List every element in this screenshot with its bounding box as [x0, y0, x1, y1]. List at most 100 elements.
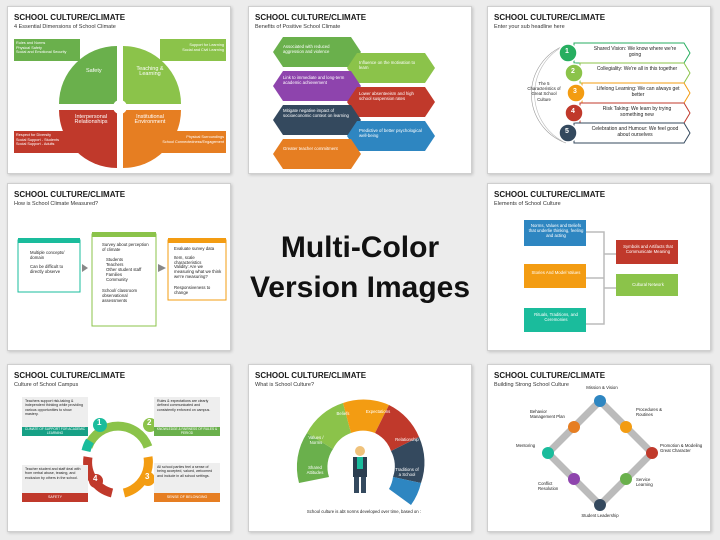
measure-mid-2: Students: [106, 257, 123, 262]
benefit-4: Lower absenteeism and high school suspen…: [359, 91, 414, 102]
campus-text-1: Teachers support risk-taking & independe…: [25, 399, 83, 417]
campus-label-1: CLIMATE OF SUPPORT FOR ACADEMIC LEARNING: [24, 427, 86, 435]
measure-mid-3: Teachers: [106, 262, 124, 267]
build-item-3: Promotion & Modeling Great Character: [660, 443, 703, 454]
char-num-3: 3: [573, 88, 577, 95]
slide-thumb-2[interactable]: SCHOOL CULTURE/CLIMATE Benefits of Posit…: [248, 6, 472, 174]
slide-thumb-4[interactable]: SCHOOL CULTURE/CLIMATE How is School Cli…: [7, 183, 231, 351]
char-text-1: Shared Vision: We know where we're going: [593, 46, 677, 58]
ring-segment-4: Relationship: [395, 437, 419, 442]
measure-mid-5: Families: [106, 272, 122, 277]
slide-subtitle: Building Strong School Culture: [494, 382, 569, 388]
measure-mid-6: Community: [106, 277, 128, 282]
benefit-6: Predictive of better psychological well-…: [359, 128, 422, 139]
slide-subtitle: Benefits of Positive School Climate: [255, 24, 341, 30]
ring-segment-6: Shared Attitudes: [306, 465, 324, 476]
element-1: Norms, Values and Beliefs that underlie …: [528, 223, 584, 239]
char-num-2: 2: [571, 68, 575, 75]
measure-mid-1: Survey about perception of climate: [102, 242, 149, 253]
slide-title: SCHOOL CULTURE/CLIMATE: [494, 190, 606, 199]
dimensions-quadrant-diagram: [14, 39, 226, 168]
slide-subtitle: 4 Essential Dimensions of School Climate: [14, 24, 116, 30]
center-title-line-2: Version Images: [249, 271, 471, 304]
quadrant-label-teaching: Teaching & Learning: [136, 66, 164, 78]
measure-right-3: Validity: Are we measuring what we think…: [174, 264, 222, 280]
building-culture-diamond: [542, 395, 658, 511]
center-text: The 5 Characteristics of Great School Cu…: [527, 81, 561, 102]
campus-num-3: 3: [145, 472, 150, 481]
measure-left-2: Can be difficult to directly observe: [30, 264, 64, 275]
campus-label-2: KNOWLEDGE & FAIRNESS OF RULES & PERIOD: [156, 427, 218, 435]
campus-text-3: All school parties feel a sense of being…: [157, 465, 213, 478]
char-text-5: Celebration and Humour: We feel good abo…: [591, 126, 679, 138]
measure-right-1: Evaluate survey data: [174, 246, 215, 251]
campus-num-1: 1: [97, 418, 102, 427]
char-num-5: 5: [565, 128, 569, 135]
campus-text-4: Teacher student and staff deal with from…: [25, 467, 81, 480]
slide-thumb-3[interactable]: SCHOOL CULTURE/CLIMATE Enter your sub he…: [487, 6, 711, 174]
slide-title: SCHOOL CULTURE/CLIMATE: [14, 371, 126, 380]
slide-title: SCHOOL CULTURE/CLIMATE: [14, 13, 126, 22]
benefit-2: Influence on the motivation to learn: [359, 60, 416, 71]
build-item-6: Conflict Resolution: [538, 481, 559, 492]
slide-thumb-8[interactable]: SCHOOL CULTURE/CLIMATE Building Strong S…: [487, 364, 711, 532]
measure-right-4: Responsiveness to change: [174, 285, 211, 296]
element-2: Symbols and Artifacts that Communicate M…: [623, 244, 673, 255]
measure-mid-7: School/ classroom observational assessme…: [102, 288, 138, 304]
slide-thumb-7[interactable]: SCHOOL CULTURE/CLIMATE What is School Cu…: [248, 364, 472, 532]
build-item-7: Mentoring: [516, 443, 536, 448]
slide-title: SCHOOL CULTURE/CLIMATE: [255, 13, 367, 22]
quadrant-label-relationships: Interpersonal Relationships: [74, 114, 108, 126]
slide-thumb-1[interactable]: SCHOOL CULTURE/CLIMATE 4 Essential Dimen…: [7, 6, 231, 174]
measure-left-1: Multiple concepts/ domain: [30, 250, 65, 261]
slide-subtitle: Enter your sub headline here: [494, 24, 565, 30]
characteristics-arc-diagram: [531, 42, 691, 144]
ring-segment-3: Expectations: [365, 409, 391, 414]
slide-subtitle: How is School Climate Measured?: [14, 201, 99, 207]
element-5: Rituals, Traditions, and Ceremonies: [534, 312, 578, 323]
ring-segment-5: Traditions of a School: [395, 467, 419, 478]
center-title: Multi-Color Version Images: [244, 228, 476, 308]
ring-segment-1: Values / Norms: [308, 435, 324, 446]
slide-title: SCHOOL CULTURE/CLIMATE: [255, 371, 367, 380]
note-safety: Rules and Norms Physical Safety Social a…: [16, 41, 67, 55]
slide-title: SCHOOL CULTURE/CLIMATE: [14, 190, 126, 199]
quadrant-label-environment: Institutional Environment: [134, 114, 166, 126]
quadrant-label-safety: Safety: [86, 68, 102, 74]
ring-caption: School culture is abt norms developed ov…: [306, 509, 422, 514]
note-teaching: Support for Learning Social and Civil Le…: [182, 43, 224, 52]
benefits-hexagon-diagram: [273, 37, 435, 169]
slide-subtitle: What is School Culture?: [255, 382, 314, 388]
char-text-3: Lifelong Learning: We can always get bet…: [596, 86, 680, 98]
measure-mid-4: Other student staff: [106, 267, 142, 272]
slide-title: SCHOOL CULTURE/CLIMATE: [494, 13, 606, 22]
build-item-4: Service Learning: [636, 477, 653, 488]
build-item-1: Mission & Vision: [586, 385, 618, 390]
benefit-1: Associated with reduced aggression and v…: [283, 44, 330, 55]
culture-ring-diagram: [296, 399, 425, 505]
elements-tree-diagram: [524, 220, 678, 332]
char-text-2: Collegiality: We're all in this together: [596, 66, 678, 72]
slide-title: SCHOOL CULTURE/CLIMATE: [494, 371, 606, 380]
center-title-line-1: Multi-Color: [280, 231, 440, 264]
benefit-7: Greater teacher commitment: [283, 146, 338, 151]
char-text-4: Risk Taking: We learn by trying somethin…: [602, 106, 672, 118]
campus-text-2: Rules & expectations are clearly defined…: [157, 399, 211, 412]
note-relationships: Respect for Diversity Social Support - S…: [16, 133, 60, 147]
slide-thumb-6[interactable]: SCHOOL CULTURE/CLIMATE Culture of School…: [7, 364, 231, 532]
measurement-flow-diagram: [17, 232, 227, 327]
slide-subtitle: Elements of School Culture: [494, 201, 561, 207]
campus-num-4: 4: [93, 474, 98, 483]
campus-label-4: SAFETY: [48, 495, 62, 499]
benefit-3: Link to immediate and long-term academic…: [283, 75, 345, 86]
note-environment: Physical Surroundings School Connectedne…: [162, 135, 224, 144]
element-4: Cultural Network: [632, 282, 664, 287]
campus-num-2: 2: [147, 418, 152, 427]
slide-thumb-5[interactable]: SCHOOL CULTURE/CLIMATE Elements of Schoo…: [487, 183, 711, 351]
build-item-5: Student Leadership: [581, 513, 619, 518]
build-item-2: Procedures & Routines: [636, 407, 663, 418]
campus-cycle-diagram: [22, 397, 220, 502]
slide-subtitle: Culture of School Campus: [14, 382, 79, 388]
campus-label-3: SENSE OF BELONGING: [166, 495, 208, 499]
benefit-5: Mitigate negative impact of socioeconomi…: [283, 108, 349, 119]
